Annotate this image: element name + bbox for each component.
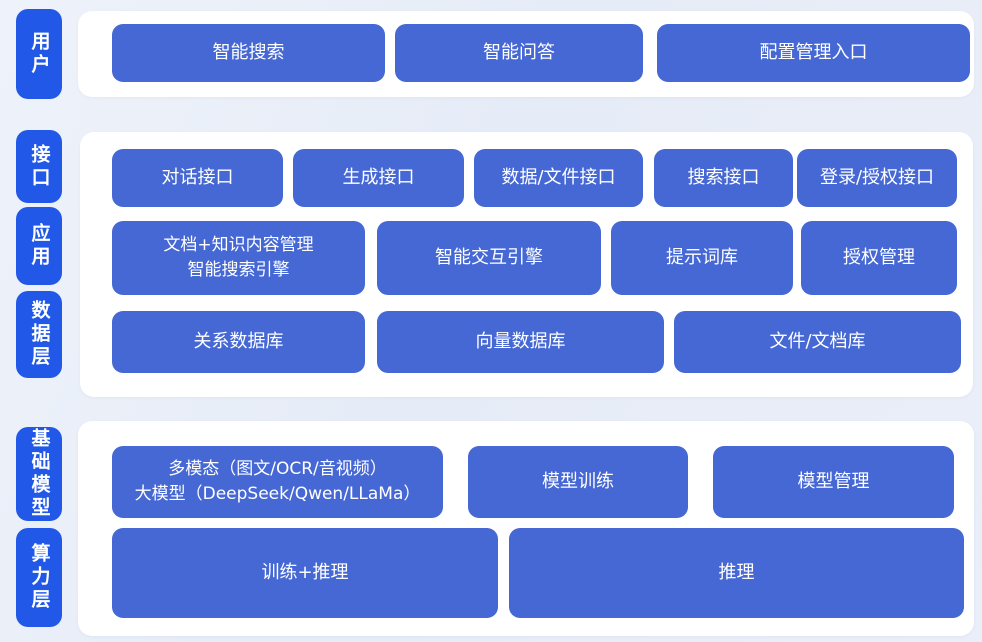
- box-smart-search: 智能搜索: [112, 24, 385, 82]
- box-dialog-api: 对话接口: [112, 149, 283, 207]
- box-training-inference: 训练+推理: [112, 528, 498, 618]
- label-data-layer: 数据层: [16, 291, 62, 378]
- label-application: 应用: [16, 207, 62, 285]
- label-compute-layer: 算力层: [16, 528, 62, 627]
- box-search-api: 搜索接口: [654, 149, 793, 207]
- label-user: 用户: [16, 9, 62, 99]
- label-interface: 接口: [16, 130, 62, 203]
- box-auth-management: 授权管理: [801, 221, 957, 295]
- box-data-file-api: 数据/文件接口: [474, 149, 643, 207]
- box-interactive-engine: 智能交互引擎: [377, 221, 601, 295]
- box-model-management: 模型管理: [713, 446, 954, 518]
- box-config-management-entry: 配置管理入口: [657, 24, 970, 82]
- label-base-model: 基础模型: [16, 427, 62, 521]
- box-prompt-library: 提示词库: [611, 221, 793, 295]
- box-smart-qa: 智能问答: [395, 24, 643, 82]
- box-model-training: 模型训练: [468, 446, 688, 518]
- box-login-auth-api: 登录/授权接口: [797, 149, 957, 207]
- box-file-doc-store: 文件/文档库: [674, 311, 961, 373]
- box-multimodal-llm: 多模态（图文/OCR/音视频） 大模型（DeepSeek/Qwen/LLaMa）: [112, 446, 443, 518]
- box-generation-api: 生成接口: [293, 149, 464, 207]
- box-inference: 推理: [509, 528, 964, 618]
- box-doc-knowledge-search-engine: 文档+知识内容管理 智能搜索引擎: [112, 221, 365, 295]
- box-relational-db: 关系数据库: [112, 311, 365, 373]
- box-vector-db: 向量数据库: [377, 311, 664, 373]
